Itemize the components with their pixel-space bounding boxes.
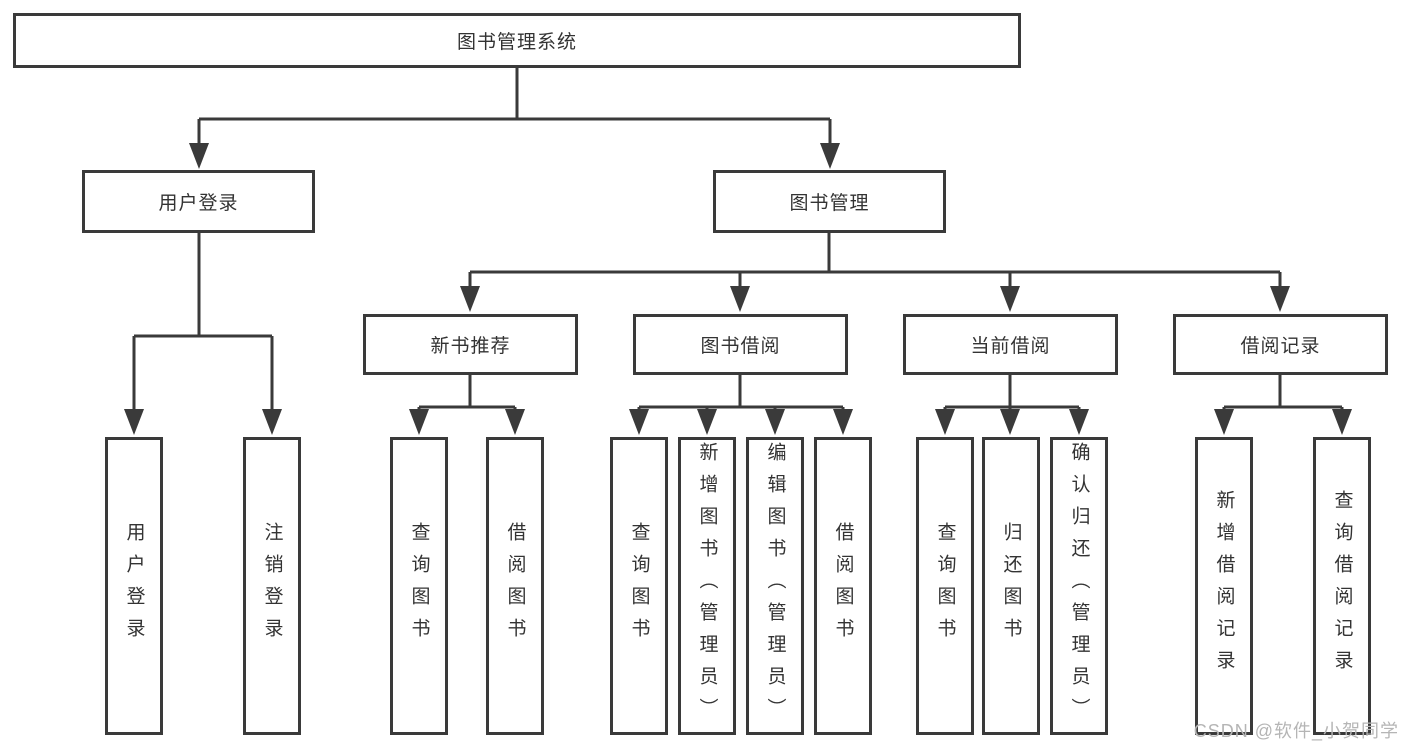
node-book-management: 图书管理	[713, 170, 946, 233]
node-new-book-recommend: 新书推荐	[363, 314, 578, 375]
leaf-query-books-borrow-label: 查询图书	[628, 522, 650, 650]
leaf-borrow-books-borrow-label: 借阅图书	[832, 522, 854, 650]
leaf-query-borrow-record: 查询借阅记录	[1313, 437, 1371, 735]
node-borrow-records: 借阅记录	[1173, 314, 1388, 375]
leaf-edit-book-admin: 编辑图书（管理员）	[746, 437, 804, 735]
leaf-return-books-label: 归还图书	[1000, 522, 1022, 650]
leaf-query-books-recommend-label: 查询图书	[408, 522, 430, 650]
leaf-query-books-current: 查询图书	[916, 437, 974, 735]
leaf-add-borrow-record-label: 新增借阅记录	[1213, 490, 1235, 682]
leaf-query-books-current-label: 查询图书	[934, 522, 956, 650]
leaf-logout: 注销登录	[243, 437, 301, 735]
node-root: 图书管理系统	[13, 13, 1021, 68]
arrowheads	[124, 143, 1352, 435]
leaf-query-books-recommend: 查询图书	[390, 437, 448, 735]
leaf-query-borrow-record-label: 查询借阅记录	[1331, 490, 1353, 682]
leaf-user-login: 用户登录	[105, 437, 163, 735]
leaf-edit-book-admin-label: 编辑图书（管理员）	[764, 442, 786, 730]
leaf-confirm-return-admin-label: 确认归还（管理员）	[1068, 442, 1090, 730]
leaf-borrow-books-recommend: 借阅图书	[486, 437, 544, 735]
node-user-login: 用户登录	[82, 170, 315, 233]
leaf-return-books: 归还图书	[982, 437, 1040, 735]
node-borrow-records-label: 借阅记录	[1240, 336, 1321, 357]
leaf-add-borrow-record: 新增借阅记录	[1195, 437, 1253, 735]
node-book-borrow-label: 图书借阅	[700, 336, 781, 357]
node-root-label: 图书管理系统	[456, 32, 577, 53]
leaf-logout-label: 注销登录	[261, 522, 283, 650]
node-book-management-label: 图书管理	[789, 193, 870, 214]
node-book-borrow: 图书借阅	[633, 314, 848, 375]
leaf-query-books-borrow: 查询图书	[610, 437, 668, 735]
leaf-confirm-return-admin: 确认归还（管理员）	[1050, 437, 1108, 735]
node-new-book-recommend-label: 新书推荐	[430, 336, 511, 357]
node-user-login-label: 用户登录	[158, 193, 239, 214]
node-current-borrow-label: 当前借阅	[970, 336, 1051, 357]
node-current-borrow: 当前借阅	[903, 314, 1118, 375]
leaf-add-book-admin-label: 新增图书（管理员）	[696, 442, 718, 730]
leaf-borrow-books-recommend-label: 借阅图书	[504, 522, 526, 650]
leaf-add-book-admin: 新增图书（管理员）	[678, 437, 736, 735]
leaf-borrow-books-borrow: 借阅图书	[814, 437, 872, 735]
watermark: CSDN @软件_小贺同学	[1193, 721, 1399, 741]
leaf-user-login-label: 用户登录	[123, 522, 145, 650]
